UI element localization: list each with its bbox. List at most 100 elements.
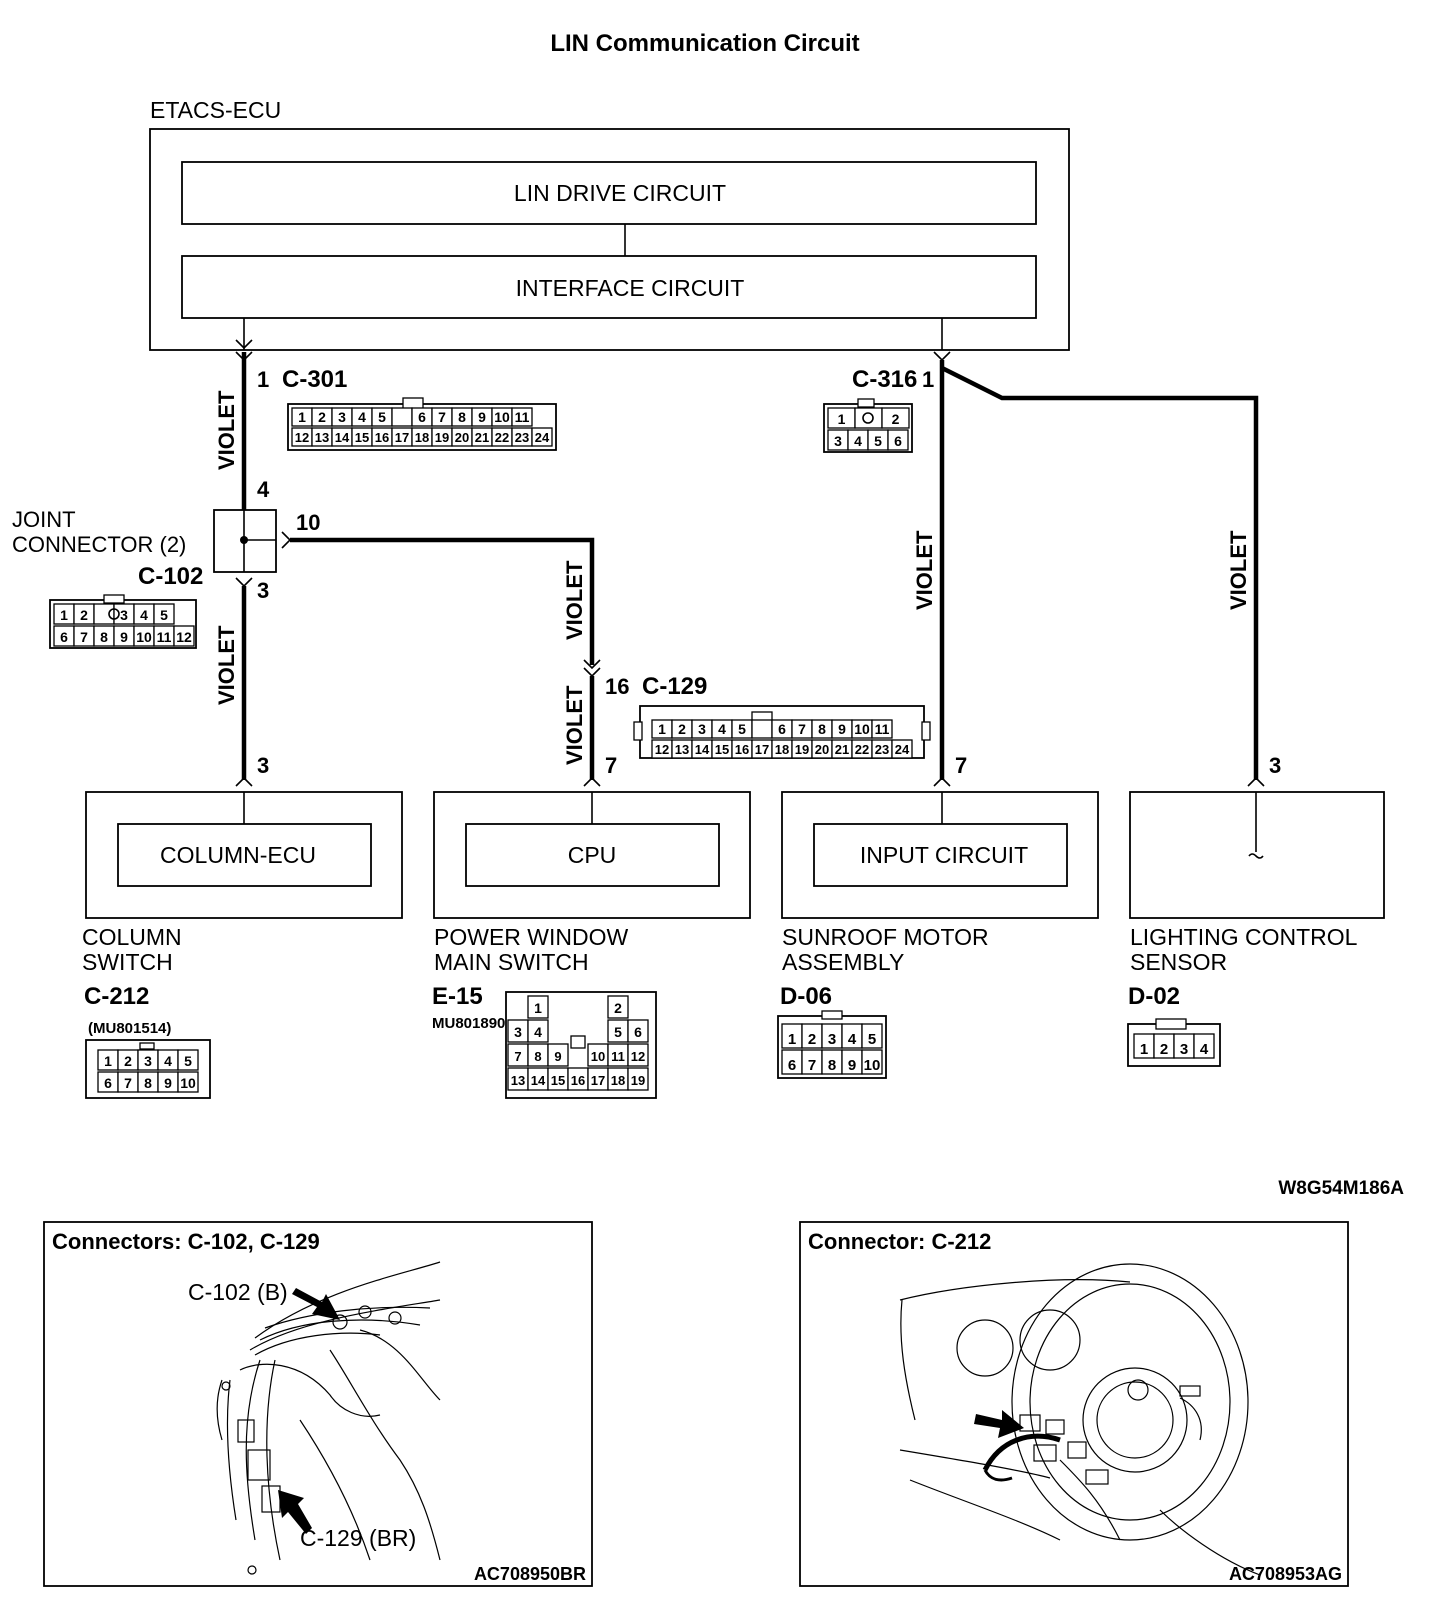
connector-cell (511, 407, 533, 427)
connector-pin-label: 4 (718, 721, 726, 737)
connector-pin-label: 10 (180, 1075, 196, 1091)
joint-connector-box (213, 509, 277, 573)
pin-c129: 16 (605, 674, 629, 699)
connector-pin-label: 23 (515, 430, 529, 445)
connector-pin-label: 20 (815, 742, 829, 757)
power-window-name2: MAIN SWITCH (434, 949, 589, 975)
interface-circuit-label: INTERFACE CIRCUIT (516, 275, 745, 301)
connector-pin-label: 4 (358, 409, 366, 425)
connector-pin-label: 24 (895, 742, 910, 757)
panel-left-callout-top: C-102 (B) (188, 1279, 288, 1305)
connector-pin-label: 1 (104, 1053, 112, 1069)
wire-color-joint-right: VIOLET (562, 560, 587, 640)
connector-pin-label: 17 (591, 1073, 605, 1088)
connector-cell (93, 603, 115, 625)
connector-cell (177, 1049, 199, 1071)
pin-c316: 1 (922, 367, 934, 392)
connector-mark-joint-right (281, 531, 292, 549)
pin-joint-right: 10 (296, 510, 320, 535)
connector-pin-label: 10 (591, 1049, 605, 1064)
connector-cell (854, 407, 883, 429)
connector-cell (1193, 1033, 1215, 1059)
panel-left-title: Connectors: C-102, C-129 (52, 1229, 320, 1254)
connector-pin-label: 24 (535, 430, 550, 445)
connector-pin-label: 8 (534, 1049, 541, 1064)
connector-pin-label: 3 (120, 607, 128, 623)
connector-pin-label: 14 (335, 430, 350, 445)
connector-pin-label: 6 (788, 1057, 796, 1074)
connector-pin-label: 3 (698, 721, 706, 737)
connector-pin-label: 5 (614, 1024, 622, 1040)
connector-pin-label: 12 (655, 742, 669, 757)
connector-cell (887, 429, 909, 451)
connector-pin-label: 22 (855, 742, 869, 757)
power-window-name1: POWER WINDOW (434, 924, 628, 950)
connector-pin-label: 11 (515, 409, 530, 425)
connector-pin-label: 10 (864, 1057, 881, 1074)
pin-power-window: 7 (605, 753, 617, 778)
connector-pin-label: 10 (854, 721, 870, 737)
connector-pin-label: 1 (788, 1031, 796, 1048)
arrow-c129 (278, 1490, 312, 1534)
connector-pin-label: 7 (798, 721, 806, 737)
connector-pin-label: 14 (695, 742, 710, 757)
connector-pin-label: 5 (378, 409, 386, 425)
connector-pin-label: 15 (551, 1073, 565, 1088)
part-c212: (MU801514) (88, 1020, 171, 1037)
panel-left-callout-bottom: C-129 (BR) (300, 1525, 416, 1551)
connector-pin-label: 13 (315, 430, 329, 445)
connector-pin-label: 8 (828, 1057, 836, 1074)
pin-column: 3 (257, 753, 269, 778)
connector-pin-label: 1 (1140, 1041, 1148, 1058)
connector-pin-label: 5 (184, 1053, 192, 1069)
connector-pin-label: 11 (157, 629, 172, 645)
connector-pin-label: 9 (478, 409, 486, 425)
connector-mark-c129b (583, 667, 601, 678)
connector-pin-label: 4 (140, 607, 148, 623)
connector-pin-label: 6 (778, 721, 786, 737)
etacs-ecu-label: ETACS-ECU (150, 97, 281, 123)
panel-right-frame (799, 1221, 1349, 1587)
joint-connector-line2: CONNECTOR (2) (12, 532, 186, 557)
connector-pin-label: 12 (295, 430, 309, 445)
connector-pin-label: 7 (514, 1049, 521, 1064)
label-c129: C-129 (642, 673, 707, 700)
connector-pin-label: 2 (808, 1031, 816, 1048)
connector-pin-label: 15 (355, 430, 369, 445)
pin-joint-down: 3 (257, 578, 269, 603)
connector-pin-label: 5 (868, 1031, 876, 1048)
sunroof-motor-box (781, 791, 1099, 919)
label-d06: D-06 (780, 983, 832, 1010)
panel-right-title: Connector: C-212 (808, 1229, 991, 1254)
lighting-sensor-box (1129, 791, 1385, 919)
connector-pin-label: 6 (60, 629, 68, 645)
column-ecu-label: COLUMN-ECU (160, 842, 316, 868)
connector-pin-label: 8 (144, 1075, 152, 1091)
input-circuit-label: INPUT CIRCUIT (860, 842, 1028, 868)
etacs-ecu-box (149, 128, 1070, 351)
wire-color-lighting: VIOLET (1226, 530, 1251, 610)
pin-joint-in: 4 (257, 477, 270, 502)
wire-color-c301: VIOLET (214, 390, 239, 470)
connector-pin-label: 10 (136, 629, 152, 645)
connector-pin-label: 9 (164, 1075, 172, 1091)
connector-cell (871, 719, 893, 739)
label-d02: D-02 (1128, 983, 1180, 1010)
connector-pin-label: 5 (160, 607, 168, 623)
connector-cell (153, 603, 175, 625)
wire-color-joint-down: VIOLET (214, 625, 239, 705)
connector-pin-label: 2 (678, 721, 686, 737)
connector-mark-sunroof (933, 776, 951, 787)
arrow-c212 (974, 1410, 1024, 1438)
sunroof-name2: ASSEMBLY (782, 949, 904, 975)
connector-pin-label: 5 (738, 721, 746, 737)
interface-circuit-box (181, 255, 1037, 319)
connector-pin-label: 11 (611, 1049, 625, 1064)
wire-color-c129: VIOLET (562, 685, 587, 765)
connector-pin-label: 2 (614, 1000, 622, 1016)
